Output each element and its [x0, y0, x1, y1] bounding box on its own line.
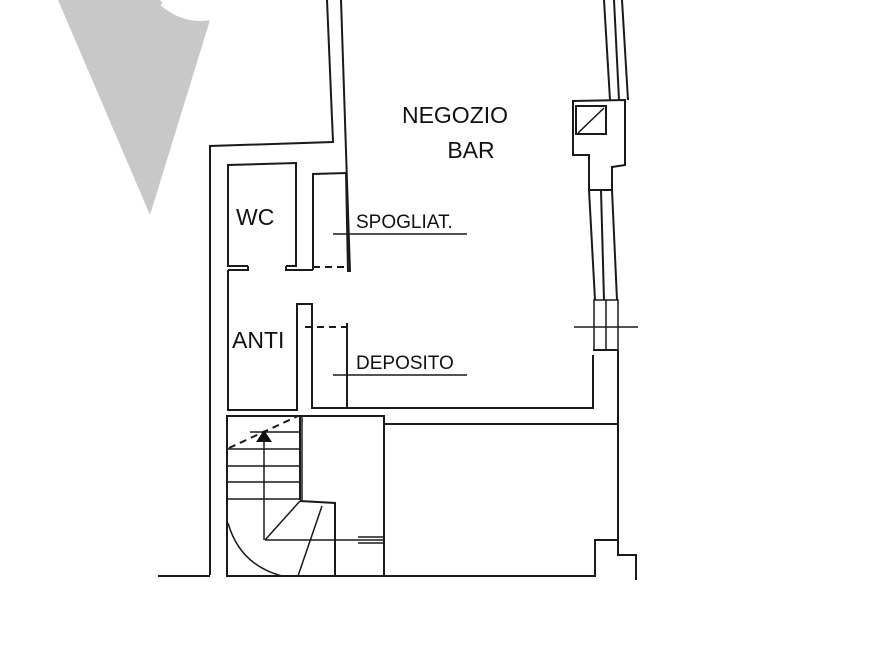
wall-negozio-right: [571, 0, 638, 540]
room-label-anti: ANTI: [232, 327, 284, 353]
lower-room: [383, 416, 637, 580]
room-label-spogliatoio: SPOGLIAT.: [356, 212, 453, 233]
room-label-wc: WC: [236, 204, 274, 230]
stair-direction-arrow-icon: [256, 430, 272, 442]
wall-negozio-left: [158, 0, 351, 577]
anti-room: [227, 270, 594, 411]
spogliatoio-room: [312, 171, 467, 273]
watermark-logo: [58, 0, 238, 215]
room-label-deposito: DEPOSITO: [356, 353, 454, 374]
wc-room: [227, 161, 313, 271]
room-label-negozio: NEGOZIO: [402, 102, 508, 128]
room-label-bar: BAR: [447, 137, 494, 163]
stairs: [226, 415, 385, 577]
